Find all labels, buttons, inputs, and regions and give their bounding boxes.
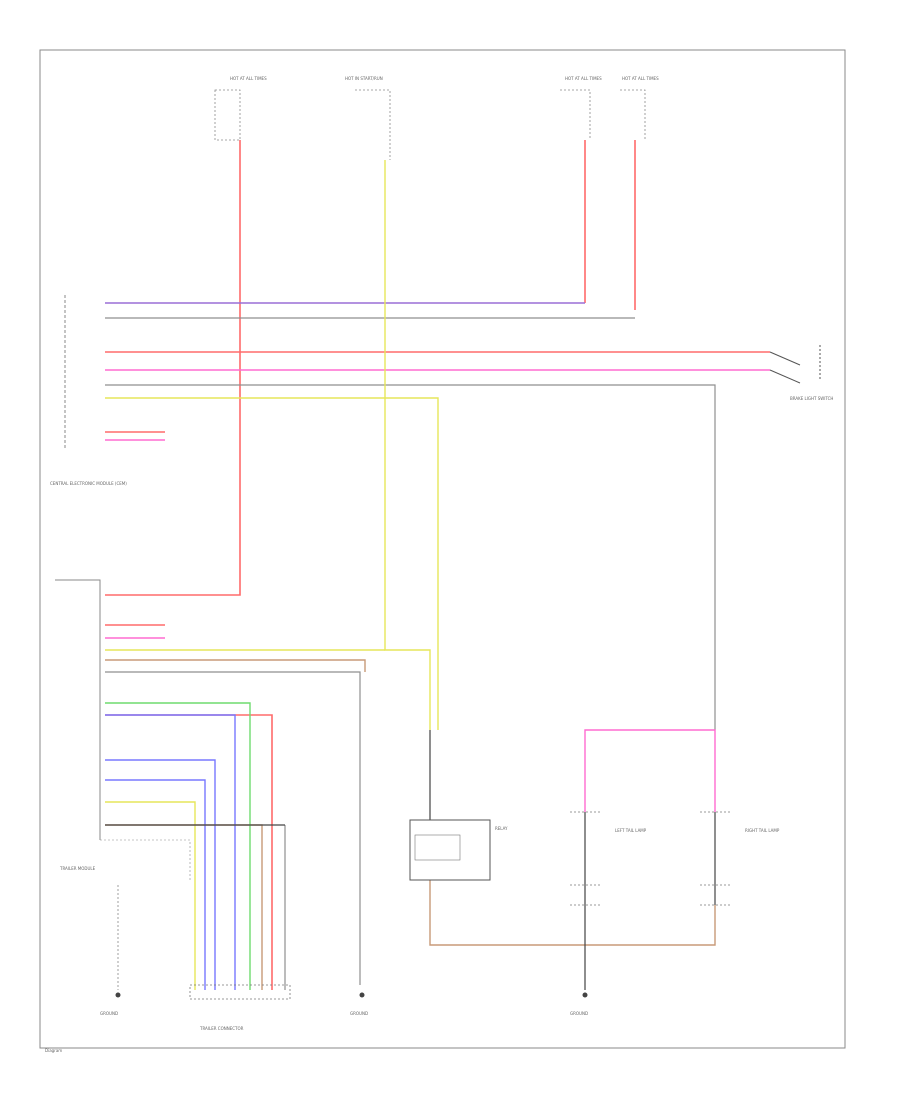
- relay-box: [409, 819, 491, 881]
- green-wire: [105, 702, 251, 990]
- left-tail-lamp: [570, 811, 600, 906]
- connector-label: TRAILER CONNECTOR: [199, 1026, 244, 1031]
- relay-label: RELAY: [495, 826, 508, 831]
- ground-right-label: GROUND: [570, 1011, 588, 1016]
- red-wires: [105, 140, 770, 990]
- ground-left-icon: [115, 992, 121, 998]
- diagram-frame: [39, 49, 846, 1049]
- trailer-module-box: [55, 579, 101, 840]
- gray-wires: [105, 317, 716, 990]
- fuse-label-d: HOT AT ALL TIMES: [622, 76, 659, 81]
- black-wires: [105, 730, 716, 990]
- fuse-label-b: HOT IN START/RUN: [345, 76, 383, 81]
- ground-mid-label: GROUND: [350, 1011, 368, 1016]
- footer-label: Diagram: [45, 1048, 62, 1053]
- pink-wires: [105, 369, 770, 812]
- ground-right-icon: [582, 992, 588, 998]
- lamp-right-label: RIGHT TAIL LAMP: [745, 828, 780, 833]
- ground-left-label: GROUND: [100, 1011, 118, 1016]
- fuse-boxes: [214, 89, 646, 160]
- brake-switch: [769, 345, 821, 384]
- yellow-wires: [105, 160, 439, 990]
- right-tail-lamp: [700, 811, 730, 906]
- lamp-left-label: LEFT TAIL LAMP: [615, 828, 647, 833]
- blue-wires: [105, 714, 236, 990]
- fuse-label-a: HOT AT ALL TIMES: [230, 76, 267, 81]
- fuse-label-c: HOT AT ALL TIMES: [565, 76, 602, 81]
- trailer-connector: [189, 984, 291, 1000]
- brake-switch-label: BRAKE LIGHT SWITCH: [790, 396, 833, 401]
- cem-module-label: CENTRAL ELECTRONIC MODULE (CEM): [50, 481, 127, 486]
- ground-mid-icon: [359, 992, 365, 998]
- trailer-module-label: TRAILER MODULE: [59, 866, 96, 871]
